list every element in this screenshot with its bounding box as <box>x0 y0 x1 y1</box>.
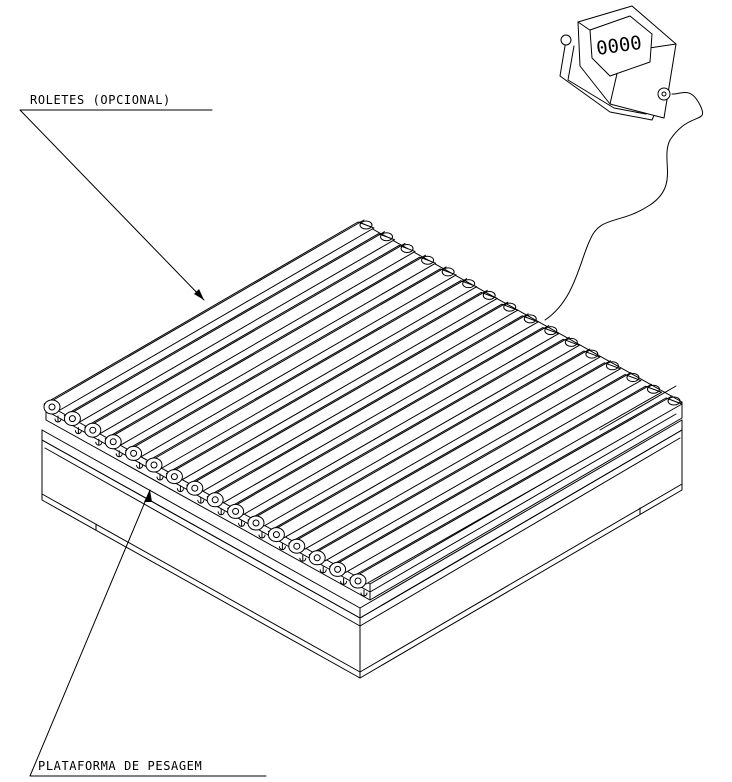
roller <box>145 278 478 481</box>
roller-end-cap <box>63 411 81 427</box>
roller <box>165 289 498 493</box>
roller-end-cap <box>206 492 224 508</box>
platform-label: PLATAFORMA DE PESAGEM <box>38 759 202 773</box>
roller-end-cap <box>145 457 163 473</box>
roller-end-cap <box>267 527 285 543</box>
left-knob-icon <box>560 34 572 46</box>
roller-end-cap <box>104 434 122 450</box>
roller-end-cap <box>43 399 61 415</box>
roller <box>63 231 396 435</box>
right-knob-icon <box>657 87 671 101</box>
rollers-label: ROLETES (OPCIONAL) <box>30 93 171 107</box>
roller <box>104 254 437 458</box>
rollers-leader-line <box>19 109 213 301</box>
roller <box>267 348 601 551</box>
indicator-bracket <box>559 39 653 121</box>
roller-end-cap <box>186 480 204 496</box>
roller <box>43 219 375 423</box>
roller-end-cap <box>329 561 347 577</box>
roller-end-cap <box>165 469 183 485</box>
roller <box>308 372 642 574</box>
roller-end-cap <box>349 573 367 589</box>
roller <box>247 336 580 539</box>
indicator-cable <box>544 91 704 321</box>
roller-end-cap <box>125 445 143 461</box>
rollers-arrowhead <box>194 289 204 300</box>
platform-leader-line <box>29 489 267 777</box>
roller-end-cap <box>84 422 102 438</box>
weighing-indicator: 0000 <box>559 5 677 121</box>
roller <box>288 360 621 562</box>
roller <box>329 383 662 585</box>
roller <box>125 266 457 469</box>
rollers-group <box>43 219 683 597</box>
roller <box>84 242 416 446</box>
roller-end-cap <box>308 550 326 566</box>
roller <box>227 325 560 527</box>
roller <box>186 301 519 504</box>
platform-callout: PLATAFORMA DE PESAGEM <box>29 489 267 777</box>
roller-end-cap <box>288 538 306 554</box>
indicator-screen <box>589 15 653 77</box>
roller <box>206 313 539 516</box>
roller-end-cap <box>247 515 265 531</box>
rollers-callout: ROLETES (OPCIONAL) <box>19 93 213 301</box>
platform-arrowhead <box>144 490 152 502</box>
roller-end-cap <box>227 503 245 519</box>
roller <box>349 395 683 597</box>
